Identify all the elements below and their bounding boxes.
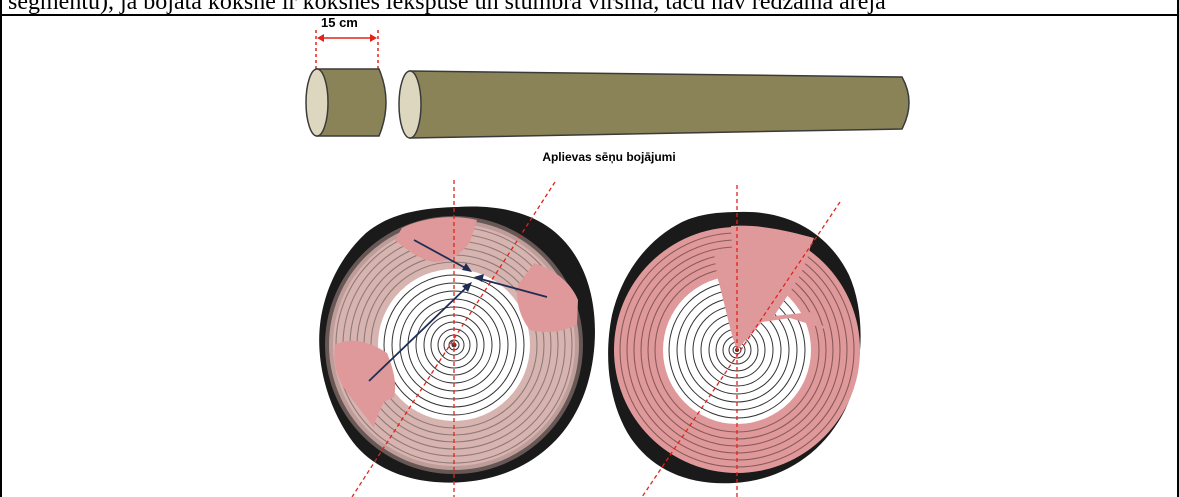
log-illustration: 15 cm Aplievas sēņu bojājumi: [305, 15, 910, 164]
right-cross-section: [608, 185, 861, 497]
long-log-body: [409, 70, 910, 139]
cut-segment-face: [305, 68, 329, 137]
table-top-border: [2, 14, 1177, 16]
arrow-from-right-head: [474, 274, 484, 282]
damage-patch-top: [395, 217, 477, 262]
arrow-from-top-head: [462, 263, 472, 272]
cut-off-text-line: segmentu), ja bojātā koksne ir koksnes i…: [8, 0, 886, 15]
segment-length-dimension: 15 cm: [315, 15, 379, 78]
arrow-from-top: [413, 239, 470, 271]
arrow-from-bottom-left: [368, 283, 471, 382]
arrow-from-right: [476, 277, 548, 298]
long-log: [398, 70, 910, 139]
right-damage-wedge-left-flap: [714, 246, 737, 350]
dimension-arrow-left: [317, 34, 324, 42]
damage-patch-bottom-left: [334, 340, 396, 428]
segment-length-label: 15 cm: [321, 15, 358, 30]
left-damaged-wood-patches: [334, 217, 578, 428]
arrow-from-bottom-left-head: [462, 282, 472, 292]
right-diagonal-guide: [641, 201, 841, 497]
cut-segment: [305, 68, 387, 137]
damage-patch-right: [517, 263, 578, 332]
long-log-face: [398, 70, 422, 139]
left-decay-arrows: [368, 239, 548, 382]
log-caption: Aplievas sēņu bojājumi: [542, 150, 675, 164]
dimension-arrow-right: [370, 34, 377, 42]
left-cross-section: [319, 180, 595, 497]
cut-segment-body: [316, 68, 387, 137]
